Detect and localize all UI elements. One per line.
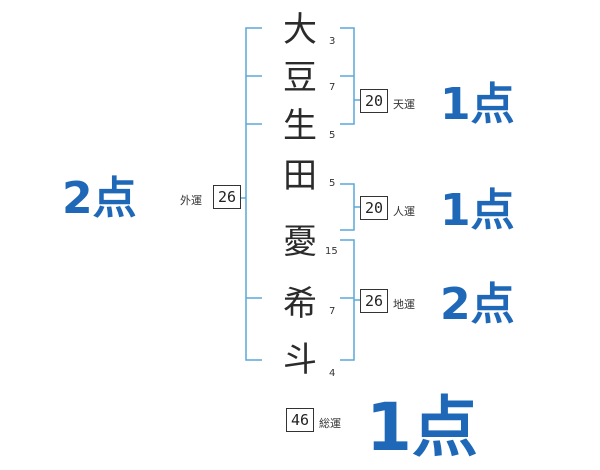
jinkaku-bracket	[340, 183, 355, 231]
name-char-1: 大	[283, 10, 317, 50]
stroke-count-3: 5	[329, 130, 336, 141]
jinkaku-label: 人運	[393, 205, 415, 218]
soukaku-label: 総運	[319, 417, 341, 430]
soukaku-value: 46	[286, 408, 314, 432]
stroke-count-7: 4	[329, 368, 336, 379]
name-char-3: 生	[283, 106, 317, 146]
chikaku-value: 26	[360, 289, 388, 313]
tenkaku-score: 1点	[440, 79, 515, 130]
name-char-2: 豆	[283, 58, 317, 98]
name-char-4: 田	[283, 156, 317, 196]
stroke-count-2: 7	[329, 82, 336, 93]
name-char-6: 希	[283, 284, 317, 324]
name-char-5: 憂	[283, 222, 317, 262]
stroke-count-5: 15	[325, 246, 338, 257]
chikaku-label: 地運	[393, 298, 415, 311]
tenkaku-value: 20	[360, 89, 388, 113]
soukaku-score: 1点	[366, 389, 478, 466]
tenkaku-label: 天運	[393, 98, 415, 111]
chikaku-bracket	[340, 239, 355, 361]
jinkaku-score: 1点	[440, 185, 515, 236]
gaikaku-value: 26	[213, 185, 241, 209]
chikaku-score: 2点	[440, 279, 515, 330]
stroke-count-4: 5	[329, 178, 336, 189]
gaikaku-score: 2点	[62, 173, 137, 224]
name-char-7: 斗	[283, 340, 317, 380]
gaikaku-bracket	[245, 27, 262, 361]
jinkaku-value: 20	[360, 196, 388, 220]
gaikaku-label: 外運	[180, 194, 202, 207]
stroke-count-6: 7	[329, 306, 336, 317]
stroke-count-1: 3	[329, 36, 336, 47]
